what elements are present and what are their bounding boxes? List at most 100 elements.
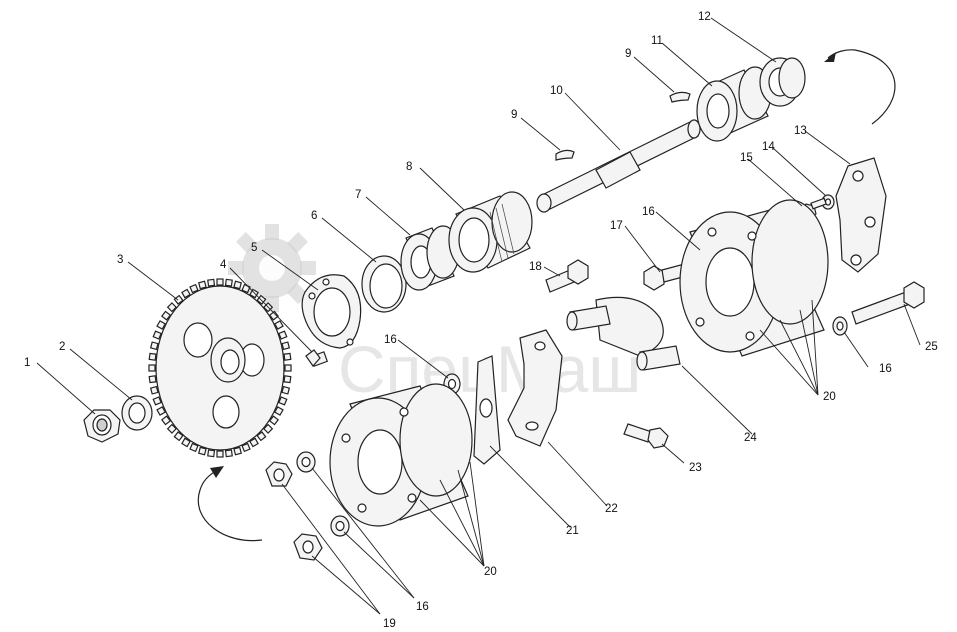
part-lock-washer-2	[121, 395, 153, 431]
gear-tooth	[197, 446, 207, 456]
callout-21: 21	[566, 525, 579, 537]
gear-tooth	[224, 278, 233, 287]
callout-4: 4	[220, 259, 227, 271]
callout-16b: 16	[384, 334, 397, 346]
gear-tooth	[148, 352, 157, 361]
gear-tooth	[207, 449, 216, 458]
part-disc-pack-20-left	[329, 383, 473, 527]
gear-tooth	[278, 330, 288, 340]
gear-tooth	[249, 437, 259, 448]
callout-2: 2	[59, 341, 65, 353]
gear-tooth	[262, 423, 274, 434]
callout-7: 7	[355, 189, 361, 201]
gear-tooth	[233, 446, 243, 456]
callout-15: 15	[740, 152, 753, 164]
callout-9a: 9	[511, 109, 517, 121]
gear-tooth	[152, 396, 162, 406]
gear-tooth	[284, 364, 292, 372]
part-lever-22	[507, 329, 563, 447]
gear-tooth	[273, 406, 284, 416]
part-flange-5	[301, 274, 362, 349]
callout-19: 19	[383, 618, 396, 630]
gear-tooth	[189, 283, 199, 294]
part-nut-19-upper	[265, 461, 293, 487]
gear-tooth	[149, 341, 159, 351]
part-bearing-7	[400, 225, 460, 291]
gear-tooth	[181, 288, 191, 299]
part-roller-bearing-8	[448, 191, 533, 273]
callout-13: 13	[794, 125, 807, 137]
callout-labels: 1 2 3 4 5 6 7 8 9 9 10 11 12 13 14 15 16…	[24, 11, 938, 630]
part-bolt-25	[851, 281, 925, 325]
part-washer-16-bottom-a	[296, 451, 316, 473]
part-key-9-lower	[555, 149, 575, 161]
gear-tooth	[224, 449, 233, 458]
gear-tooth	[161, 415, 172, 426]
gear-tooth	[166, 302, 178, 313]
callout-22: 22	[605, 503, 618, 515]
callout-5: 5	[251, 242, 257, 254]
part-washer-16-left	[443, 373, 461, 395]
gear-tooth	[216, 450, 224, 458]
gear-tooth	[256, 431, 267, 442]
gear-tooth	[281, 385, 291, 395]
gear-tooth	[281, 341, 291, 351]
callout-9b: 9	[625, 48, 631, 60]
callout-20a: 20	[823, 391, 836, 403]
callout-11: 11	[651, 35, 663, 47]
callout-10: 10	[550, 85, 563, 97]
gear-tooth	[268, 415, 279, 426]
part-gear-3	[148, 278, 292, 458]
callout-16d: 16	[416, 601, 429, 613]
part-disc-pack-20-right	[679, 199, 829, 357]
callout-16c: 16	[879, 363, 892, 375]
part-nut-1	[83, 409, 121, 443]
gear-tooth	[166, 423, 178, 434]
gear-tooth	[283, 352, 292, 361]
callout-24: 24	[744, 432, 757, 444]
part-cam-24	[566, 296, 681, 371]
callout-6: 6	[311, 210, 317, 222]
callout-12: 12	[698, 11, 711, 23]
gear-tooth	[149, 385, 159, 395]
part-bolt-4	[305, 349, 329, 367]
gear-tooth	[278, 396, 288, 406]
part-plate-21	[473, 355, 501, 465]
callout-16a: 16	[642, 206, 655, 218]
gear-tooth	[152, 330, 162, 340]
callout-25: 25	[925, 341, 938, 353]
gear-tooth	[283, 375, 292, 384]
part-shaft-10	[536, 119, 701, 213]
callout-20b: 20	[484, 566, 497, 578]
gear-tooth	[268, 310, 279, 321]
gear-tooth	[207, 278, 216, 287]
callout-23: 23	[689, 462, 702, 474]
gear-tooth	[189, 442, 199, 453]
gear-tooth	[156, 320, 167, 330]
gear-tooth	[173, 294, 184, 305]
callout-14: 14	[762, 141, 775, 153]
leader-lines	[36, 17, 921, 615]
gear-tooth	[241, 442, 251, 453]
callout-1: 1	[24, 357, 30, 369]
part-nut-19-lower	[293, 533, 323, 561]
part-bolt-23	[623, 423, 669, 449]
gear-tooth	[148, 375, 157, 384]
gear-tooth	[148, 364, 156, 372]
gear-tooth	[181, 437, 191, 448]
gear-tooth	[273, 320, 284, 330]
gear-tooth	[161, 310, 172, 321]
part-bracket-13	[835, 157, 887, 273]
gear-tooth	[156, 406, 167, 416]
callout-17: 17	[610, 220, 623, 232]
part-ring-6	[361, 255, 407, 313]
part-washer-16-right	[832, 316, 848, 336]
part-washer-14	[821, 194, 835, 210]
part-washer-16-bottom-b	[330, 515, 350, 537]
rotation-arrow-top-right	[824, 49, 896, 125]
gear-tooth	[173, 431, 184, 442]
gear-tooth	[216, 278, 224, 286]
gear-tooth	[197, 280, 207, 290]
